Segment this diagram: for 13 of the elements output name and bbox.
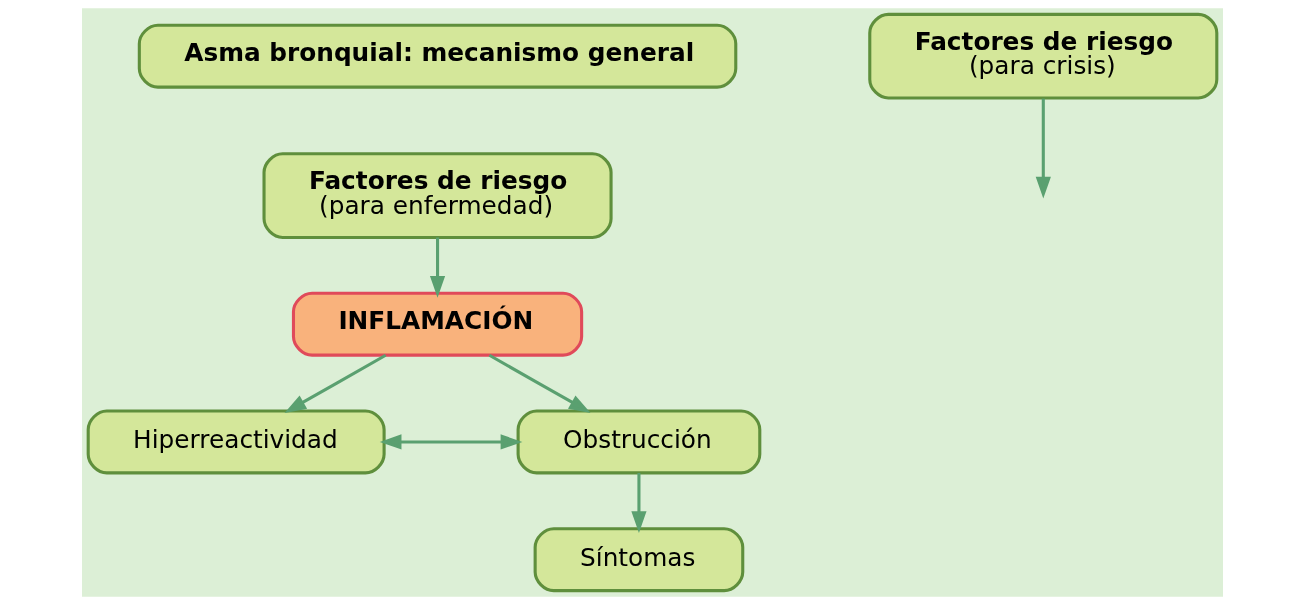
node-box: Asma bronquial: mecanismo general — [137, 23, 738, 89]
arrow — [379, 434, 523, 450]
arrow — [1035, 98, 1051, 199]
node-box: Obstrucción — [516, 409, 762, 475]
node-box: Hiperreactividad — [86, 409, 386, 475]
arrow — [429, 237, 446, 298]
arrow — [631, 473, 647, 533]
node-box: Factores de riesgo (para crisis) — [868, 12, 1219, 100]
node-box: INFLAMACIÓN — [291, 291, 584, 357]
node-box: Factores de riesgo (para enfermedad) — [262, 152, 613, 239]
arrow — [284, 353, 387, 413]
node-box: Síntomas — [533, 527, 745, 593]
arrow — [488, 353, 591, 413]
